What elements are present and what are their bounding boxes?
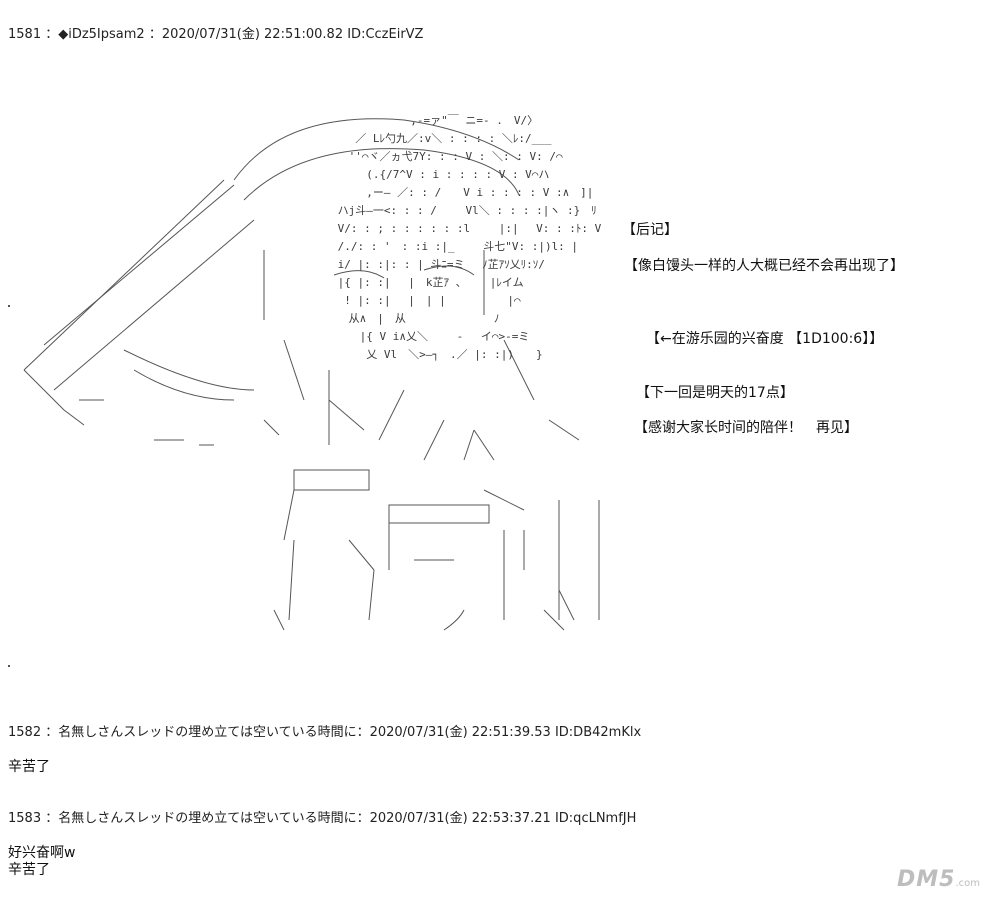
ascii-art-text: ,-=ァ"￣ ニ=- . V/〉 ／ Lﾚ勺九／:v＼ : : : : ＼ﾚ:/… <box>337 114 602 361</box>
post-body-1583-line-1: 好兴奋啊w <box>8 845 76 861</box>
dot-marker <box>8 305 10 307</box>
ascii-art-figure <box>4 100 614 640</box>
post-header-1581: 1581 ：◆iDz5Ipsam2 ：2020/07/31(金) 22:51:0… <box>8 27 424 42</box>
post-body-1583-line-2: 辛苦了 <box>8 862 50 878</box>
ascii-art-drawing <box>23 118 600 631</box>
post-header-1582: 1582 ：名無しさんスレッドの埋め立ては空いている時間に：2020/07/31… <box>8 725 642 740</box>
note-line-3: 【下一回是明天的17点】 <box>636 385 794 401</box>
post-header-1583: 1583 ：名無しさんスレッドの埋め立ては空いている時間に：2020/07/31… <box>8 811 637 826</box>
note-line-1: 【像白馒头一样的人大概已经不会再出现了】 <box>624 258 904 274</box>
note-line-2: 【←在游乐园的兴奋度 【1D100:6】】 <box>646 331 884 347</box>
post-body-1582-line-1: 辛苦了 <box>8 759 50 775</box>
note-title: 【后记】 <box>622 222 678 238</box>
watermark-main: DM5 <box>896 867 956 892</box>
dot-marker <box>8 665 10 667</box>
watermark-sub: .com <box>955 878 980 889</box>
site-watermark-logo: DM5.com <box>897 867 980 892</box>
note-line-4: 【感谢大家长时间的陪伴！ 再见】 <box>634 420 858 436</box>
